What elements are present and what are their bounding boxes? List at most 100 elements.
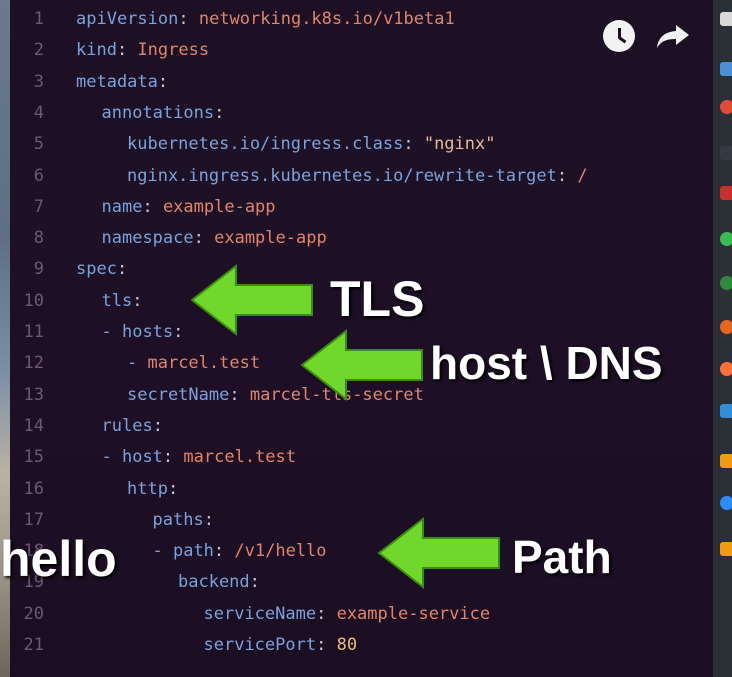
- yaml-value: "nginx": [423, 134, 496, 155]
- code-line: secretName: marcel-tls-secret: [127, 385, 424, 405]
- app-orange-icon[interactable]: [720, 320, 732, 334]
- line-number: 18: [23, 541, 44, 562]
- share-arrow-icon[interactable]: [656, 22, 690, 50]
- code-line: kubernetes.io/ingress.class: "nginx": [127, 134, 495, 154]
- code-line: kind: Ingress: [76, 40, 209, 60]
- yaml-key: secretName: [127, 384, 230, 405]
- yaml-separator: :: [116, 40, 138, 61]
- host-arrow-icon: [300, 328, 423, 402]
- virtualbox-icon[interactable]: [720, 454, 732, 468]
- code-line: annotations:: [102, 103, 225, 123]
- yaml-value: Ingress: [137, 40, 210, 61]
- yaml-key: annotations: [101, 102, 215, 123]
- line-number: 11: [23, 322, 44, 342]
- yaml-separator: :: [203, 509, 214, 530]
- tls-arrow-icon: [190, 263, 313, 337]
- yaml-value: example-service: [336, 603, 491, 624]
- zoom-icon[interactable]: [720, 496, 732, 510]
- line-number: 19: [23, 572, 44, 593]
- firefox-icon[interactable]: [720, 362, 732, 376]
- yaml-separator: :: [316, 603, 337, 624]
- line-number: 2: [33, 40, 44, 61]
- terminal-icon[interactable]: [720, 146, 732, 160]
- app-red-icon[interactable]: [720, 186, 732, 200]
- app-green-icon[interactable]: [720, 232, 732, 246]
- taskbar: [713, 0, 732, 677]
- yaml-key: kubernetes.io/ingress.class: [127, 134, 404, 155]
- code-line: servicePort: 80: [204, 635, 358, 655]
- yaml-key: - path: [152, 541, 214, 562]
- yaml-separator: :: [116, 259, 128, 280]
- code-line: - marcel.test: [127, 353, 260, 373]
- path-label: Path: [512, 531, 612, 583]
- code-line: tls:: [102, 291, 143, 311]
- yaml-value: 80: [336, 635, 358, 655]
- code-line: namespace: example-app: [102, 228, 327, 248]
- yaml-separator: :: [229, 384, 250, 405]
- hello-label: hello: [0, 531, 117, 587]
- code-line: name: example-app: [102, 197, 276, 217]
- line-number: 21: [23, 635, 44, 655]
- code-line: rules:: [102, 416, 163, 436]
- line-number: 8: [33, 228, 44, 249]
- vscode-icon[interactable]: [720, 404, 732, 418]
- line-number: 9: [33, 259, 44, 280]
- yaml-key: metadata: [76, 71, 158, 92]
- yaml-key: tls: [101, 290, 133, 311]
- yaml-key: rules: [101, 415, 153, 436]
- virtualbox2-icon[interactable]: [720, 542, 732, 556]
- line-number: 15: [23, 447, 44, 468]
- yaml-key: nginx.ingress.kubernetes.io/rewrite-targ…: [127, 165, 557, 186]
- files-icon[interactable]: [720, 12, 732, 26]
- yaml-separator: :: [152, 415, 163, 436]
- yaml-key: http: [127, 478, 168, 499]
- yaml-key: apiVersion: [76, 9, 179, 29]
- yaml-separator: :: [142, 196, 163, 217]
- code-line: apiVersion: networking.k8s.io/v1beta1: [76, 9, 455, 29]
- yaml-key: paths: [152, 509, 204, 530]
- line-number: 5: [33, 134, 44, 155]
- code-line: - path: /v1/hello: [153, 541, 327, 561]
- yaml-key: servicePort: [203, 635, 317, 655]
- code-line: spec:: [76, 259, 127, 279]
- clock-icon[interactable]: [603, 20, 635, 52]
- calendar-icon[interactable]: [720, 62, 732, 76]
- yaml-key: kind: [76, 40, 117, 61]
- line-number: 4: [33, 102, 44, 123]
- yaml-key: - host: [101, 447, 163, 468]
- yaml-key: - hosts: [101, 322, 174, 342]
- code-line: backend:: [178, 572, 260, 592]
- app-green2-icon[interactable]: [720, 276, 732, 290]
- code-line: - hosts:: [102, 322, 184, 342]
- yaml-value: /v1/hello: [234, 541, 327, 562]
- path-arrow-icon: [377, 516, 500, 590]
- line-number: 16: [23, 478, 44, 499]
- yaml-separator: :: [249, 572, 260, 593]
- code-line: - host: marcel.test: [102, 447, 297, 467]
- chrome-icon[interactable]: [720, 100, 732, 114]
- yaml-separator: :: [173, 322, 184, 342]
- line-number: 3: [33, 71, 44, 92]
- yaml-separator: :: [178, 9, 199, 29]
- line-number: 17: [23, 509, 44, 530]
- yaml-separator: :: [162, 447, 184, 468]
- yaml-key: -: [127, 353, 148, 374]
- code-line: paths:: [153, 510, 214, 530]
- yaml-separator: :: [556, 165, 578, 186]
- line-number: 1: [33, 9, 44, 29]
- line-number: 6: [33, 165, 44, 186]
- yaml-separator: :: [214, 102, 225, 123]
- yaml-separator: :: [316, 635, 337, 655]
- line-number: 12: [23, 353, 44, 374]
- yaml-separator: :: [403, 134, 424, 155]
- line-number: 10: [23, 290, 44, 311]
- yaml-separator: :: [167, 478, 179, 499]
- line-number: 14: [23, 415, 44, 436]
- tls-label: TLS: [330, 271, 425, 327]
- yaml-key: serviceName: [203, 603, 317, 624]
- line-number: 13: [23, 384, 44, 405]
- yaml-separator: :: [157, 71, 169, 92]
- yaml-value: marcel.test: [147, 353, 261, 374]
